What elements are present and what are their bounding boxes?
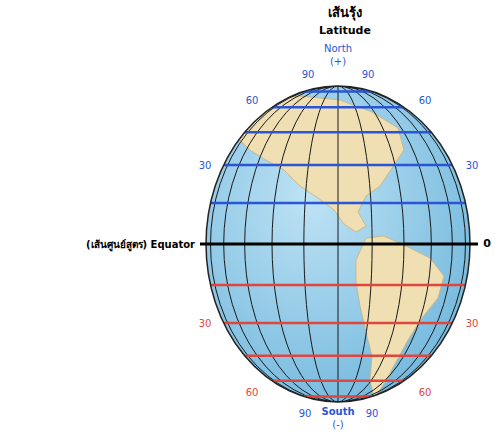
- latitude-line: [210, 202, 465, 205]
- sign-label: (-): [332, 419, 343, 430]
- latitude-line: [304, 395, 372, 398]
- latitude-number: 90: [362, 69, 375, 80]
- latitude-number: 30: [199, 318, 212, 329]
- latitude-number: 0: [483, 238, 491, 250]
- latitude-number: 90: [366, 408, 379, 419]
- latitude-line: [245, 354, 432, 357]
- latitude-line: [224, 322, 453, 325]
- equator-label: (เส้นศูนย์สูตร) Equator: [86, 239, 195, 250]
- sign-label: (+): [330, 56, 346, 67]
- pole-label: North: [324, 43, 352, 54]
- latitude-line: [224, 164, 453, 167]
- latitude-line: [245, 131, 432, 134]
- latitude-line: [210, 284, 465, 287]
- latitude-line: [272, 380, 404, 383]
- subtitle: Latitude: [319, 25, 371, 37]
- latitude-number: 60: [419, 387, 432, 398]
- latitude-number: 60: [419, 95, 432, 106]
- latitude-line: [272, 106, 404, 109]
- latitude-number: 90: [302, 69, 315, 80]
- latitude-number: 60: [246, 387, 259, 398]
- latitude-number: 30: [466, 318, 479, 329]
- latitude-number: 30: [199, 160, 212, 171]
- latitude-number: 30: [466, 160, 479, 171]
- equator-line: [200, 243, 478, 246]
- latitude-number: 60: [246, 95, 259, 106]
- latitude-line: [304, 90, 372, 93]
- diagram-title: เส้นรุ้ง: [328, 6, 362, 20]
- latitude-number: 90: [299, 408, 312, 419]
- pole-label: South: [321, 406, 354, 417]
